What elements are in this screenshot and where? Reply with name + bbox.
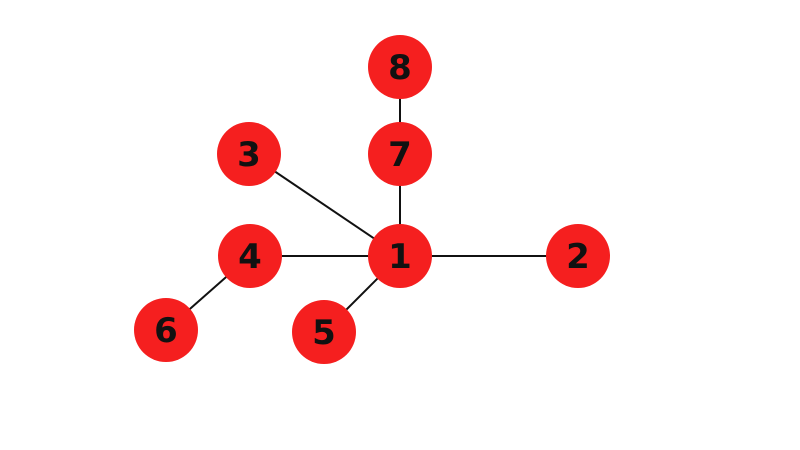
- nodes-layer: 1 2 3 4 5 6 7 8: [134, 35, 610, 364]
- node-label: 1: [388, 237, 412, 277]
- node-6: 6: [134, 298, 198, 362]
- node-circle: [368, 224, 432, 288]
- node-7: 7: [368, 122, 432, 186]
- node-3: 3: [217, 122, 281, 186]
- node-circle: [218, 224, 282, 288]
- node-label: 8: [388, 48, 412, 88]
- node-circle: [368, 122, 432, 186]
- node-label: 6: [154, 311, 178, 351]
- node-2: 2: [546, 224, 610, 288]
- node-4: 4: [218, 224, 282, 288]
- node-label: 3: [237, 135, 261, 175]
- node-8: 8: [368, 35, 432, 99]
- node-circle: [546, 224, 610, 288]
- node-5: 5: [292, 300, 356, 364]
- node-circle: [368, 35, 432, 99]
- node-1: 1: [368, 224, 432, 288]
- node-label: 4: [238, 237, 262, 277]
- node-circle: [134, 298, 198, 362]
- node-label: 7: [388, 135, 412, 175]
- node-label: 2: [566, 237, 590, 277]
- node-label: 5: [312, 313, 336, 353]
- node-circle: [217, 122, 281, 186]
- node-circle: [292, 300, 356, 364]
- edges-layer: [165, 67, 578, 333]
